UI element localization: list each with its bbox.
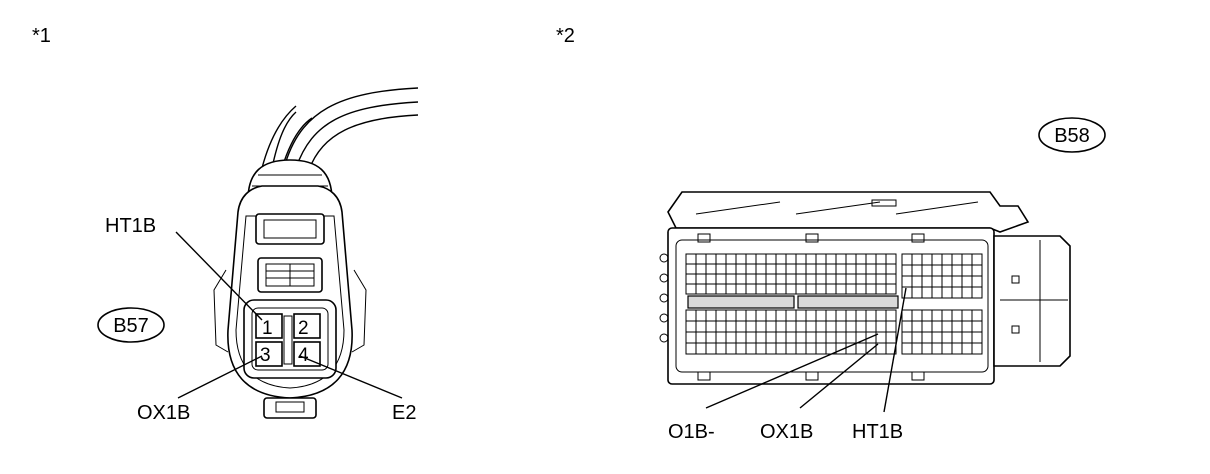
b57-pin-label-3: 3 [260, 345, 271, 366]
o1b-minus-leader-line [705, 333, 879, 409]
callout-e2: E2 [392, 402, 416, 424]
figure-2: *2 B58 [556, 25, 1106, 443]
callout-ht1b-1: HT1B [105, 215, 156, 237]
b57-wire-harness [261, 87, 419, 171]
figure-2-index: *2 [556, 25, 575, 47]
callout-ht1b-2: HT1B [852, 421, 903, 443]
ox1b-leader-line-1 [177, 355, 263, 399]
b58-connector-id: B58 [1054, 125, 1090, 147]
b57-pin-label-2: 2 [298, 318, 309, 339]
b57-pin-cavity-3 [255, 341, 283, 367]
callout-o1b-minus: O1B- [668, 421, 715, 443]
callout-ox1b-2: OX1B [760, 421, 813, 443]
b57-connector-id: B57 [113, 315, 149, 337]
callout-ox1b-1: OX1B [137, 402, 190, 424]
ht1b-leader-line-2 [883, 287, 907, 413]
figure-1-index: *1 [32, 25, 51, 47]
b58-connector-badge [1038, 117, 1106, 153]
b57-connector-housing [213, 159, 367, 419]
ox1b-leader-line-2 [799, 343, 879, 409]
figure-1: *1 [32, 25, 419, 424]
ht1b-leader-line-1 [175, 231, 263, 321]
e2-leader-line [299, 355, 403, 399]
b58-ecu-connector [659, 191, 1071, 385]
b57-pin-label-1: 1 [262, 318, 273, 339]
b57-connector-badge [97, 307, 165, 343]
b57-pin-label-4: 4 [298, 345, 309, 366]
b57-pin-cavity-2 [293, 313, 321, 339]
